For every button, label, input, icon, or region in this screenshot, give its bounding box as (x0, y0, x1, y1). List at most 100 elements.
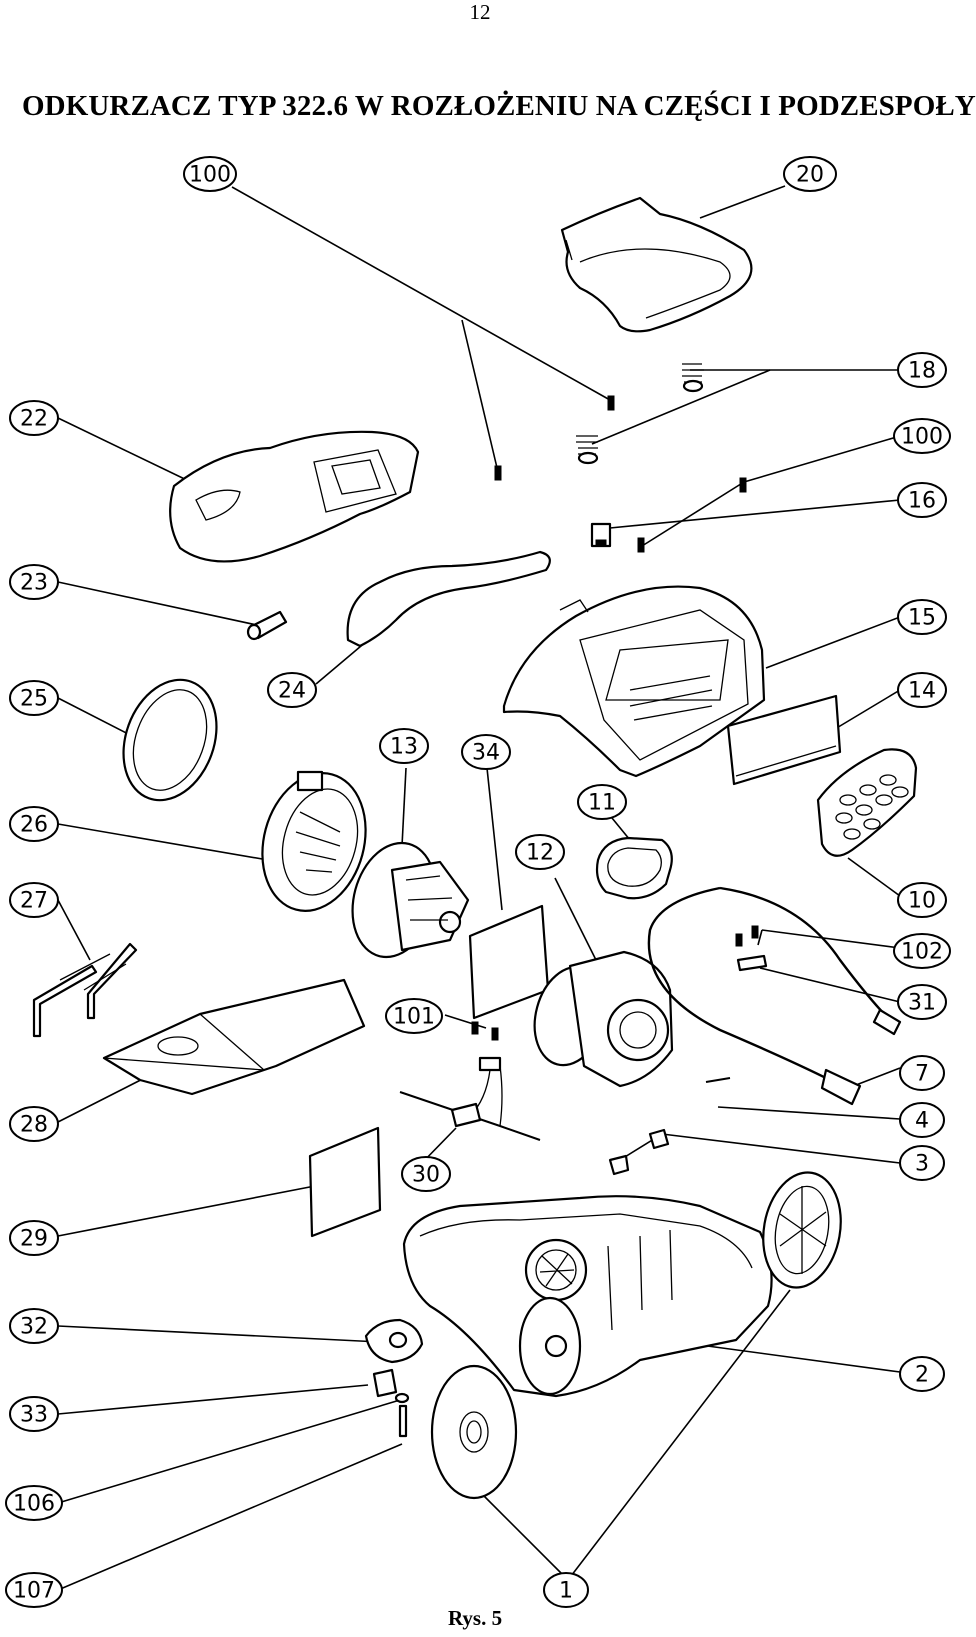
svg-text:10: 10 (908, 889, 936, 914)
part-wheel-rear (762, 1171, 842, 1289)
callout-15: 15 (897, 599, 947, 635)
part-motor (351, 841, 470, 959)
page-number: 12 (469, 0, 491, 24)
callout-11: 11 (577, 784, 627, 820)
part-motor-cover (261, 770, 367, 912)
part-filter-pad (308, 1126, 382, 1238)
part-pin (246, 610, 288, 641)
callout-23: 23 (9, 564, 59, 600)
part-clamp (735, 925, 768, 972)
svg-text:31: 31 (908, 991, 936, 1016)
callout-2: 2 (899, 1356, 945, 1392)
callout-34: 34 (461, 734, 511, 770)
callout-1: 1 (543, 1572, 589, 1608)
diagram-title: ODKURZACZ TYP 322.6 W ROZŁOŻENIU NA CZĘŚ… (22, 90, 976, 122)
callout-26: 26 (9, 806, 59, 842)
part-dust-bag (102, 978, 366, 1096)
callout-100-top: 100 (183, 156, 237, 192)
svg-text:22: 22 (20, 407, 48, 432)
svg-text:24: 24 (278, 679, 306, 704)
svg-text:101: 101 (393, 1005, 435, 1030)
callout-13: 13 (379, 728, 429, 764)
svg-text:13: 13 (390, 735, 418, 760)
svg-text:100: 100 (189, 163, 231, 188)
svg-text:7: 7 (915, 1062, 929, 1087)
part-castor (364, 1318, 424, 1438)
callout-32: 32 (9, 1308, 59, 1344)
svg-text:29: 29 (20, 1227, 48, 1252)
parts (32, 196, 918, 1500)
callout-16: 16 (897, 482, 947, 518)
svg-text:28: 28 (20, 1113, 48, 1138)
callout-106: 106 (5, 1485, 63, 1521)
part-housing-top (502, 585, 766, 778)
svg-text:100: 100 (901, 425, 943, 450)
callout-101: 101 (385, 998, 443, 1034)
part-screws-100 (494, 395, 747, 553)
callout-28: 28 (9, 1106, 59, 1142)
svg-text:14: 14 (908, 679, 936, 704)
part-grille (816, 748, 918, 857)
callout-31: 31 (897, 984, 947, 1020)
svg-text:27: 27 (20, 889, 48, 914)
svg-text:11: 11 (588, 791, 616, 816)
callout-33: 33 (9, 1396, 59, 1432)
figure-caption: Rys. 5 (448, 1606, 503, 1630)
callout-25: 25 (9, 680, 59, 716)
callout-3: 3 (899, 1145, 945, 1181)
svg-text:34: 34 (472, 741, 500, 766)
part-clips (32, 942, 138, 1038)
part-wiring (399, 1021, 541, 1141)
part-handle-cover (169, 430, 420, 563)
part-gasket (346, 550, 551, 648)
callout-12: 12 (515, 834, 565, 870)
callout-18: 18 (897, 352, 947, 388)
svg-text:4: 4 (915, 1109, 929, 1134)
svg-text:25: 25 (20, 687, 48, 712)
svg-text:16: 16 (908, 489, 936, 514)
svg-text:23: 23 (20, 571, 48, 596)
part-small-pin (705, 1077, 731, 1083)
part-ring (122, 678, 218, 802)
part-motor-housing (533, 950, 674, 1088)
svg-text:18: 18 (908, 359, 936, 384)
callout-30: 30 (401, 1156, 451, 1192)
callout-10: 10 (897, 882, 947, 918)
part-base (402, 1195, 773, 1398)
svg-text:20: 20 (796, 163, 824, 188)
callout-20: 20 (783, 156, 837, 192)
callout-102: 102 (893, 933, 951, 969)
callout-27: 27 (9, 882, 59, 918)
part-filter-plate (468, 904, 550, 1020)
part-power-cord (647, 886, 902, 1106)
part-seal (595, 836, 673, 900)
part-wheel-front (430, 1364, 518, 1500)
callout-22: 22 (9, 400, 59, 436)
svg-text:102: 102 (901, 940, 943, 965)
svg-text:12: 12 (526, 841, 554, 866)
callout-7: 7 (899, 1055, 945, 1091)
callout-107: 107 (5, 1572, 63, 1608)
callout-100-right: 100 (893, 418, 951, 454)
svg-text:15: 15 (908, 606, 936, 631)
callout-24: 24 (267, 672, 317, 708)
svg-text:33: 33 (20, 1403, 48, 1428)
svg-text:30: 30 (412, 1163, 440, 1188)
callout-29: 29 (9, 1220, 59, 1256)
svg-text:32: 32 (20, 1315, 48, 1340)
svg-text:2: 2 (915, 1363, 929, 1388)
svg-text:3: 3 (915, 1152, 929, 1177)
callout-14: 14 (897, 672, 947, 708)
svg-text:1: 1 (559, 1579, 573, 1604)
part-springs (576, 363, 704, 465)
svg-text:26: 26 (20, 813, 48, 838)
svg-text:107: 107 (13, 1579, 55, 1604)
part-switch (590, 522, 612, 548)
part-filter-14 (726, 694, 842, 786)
svg-text:106: 106 (13, 1492, 55, 1517)
callout-labels: 100 20 18 22 100 16 23 15 25 24 14 13 34… (5, 156, 951, 1608)
callout-4: 4 (899, 1102, 945, 1138)
part-bushings (608, 1128, 670, 1176)
part-cover-top (560, 196, 753, 333)
